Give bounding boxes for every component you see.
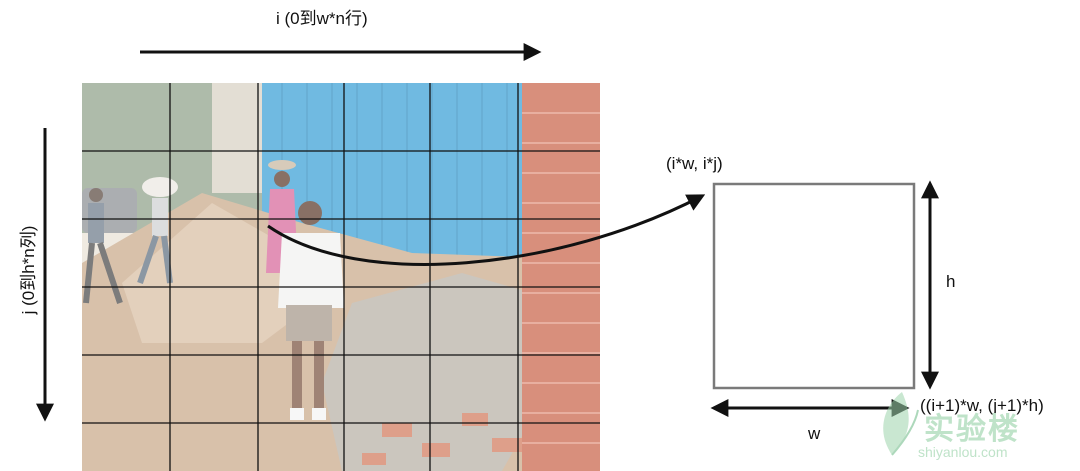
height-label: h	[946, 272, 956, 291]
width-label: w	[808, 424, 821, 443]
bottom-right-coordinate: ((i+1)*w, (j+1)*h)	[920, 396, 1044, 415]
cell-box	[712, 182, 916, 390]
street-photo	[82, 83, 600, 471]
brick-wall	[522, 83, 600, 471]
j-axis-label: j (0到h*n列)	[19, 225, 38, 315]
top-left-coordinate: (i*w, i*j)	[666, 154, 723, 173]
i-axis-label: i (0到w*n行)	[276, 9, 368, 28]
watermark-brand: 实验楼	[924, 413, 1020, 446]
grid-overlay	[82, 83, 600, 471]
watermark-site: shiyanlou.com	[918, 444, 1008, 460]
photo-scene	[82, 83, 600, 471]
watermark-leaf-icon	[883, 392, 919, 456]
rubble	[322, 273, 552, 471]
